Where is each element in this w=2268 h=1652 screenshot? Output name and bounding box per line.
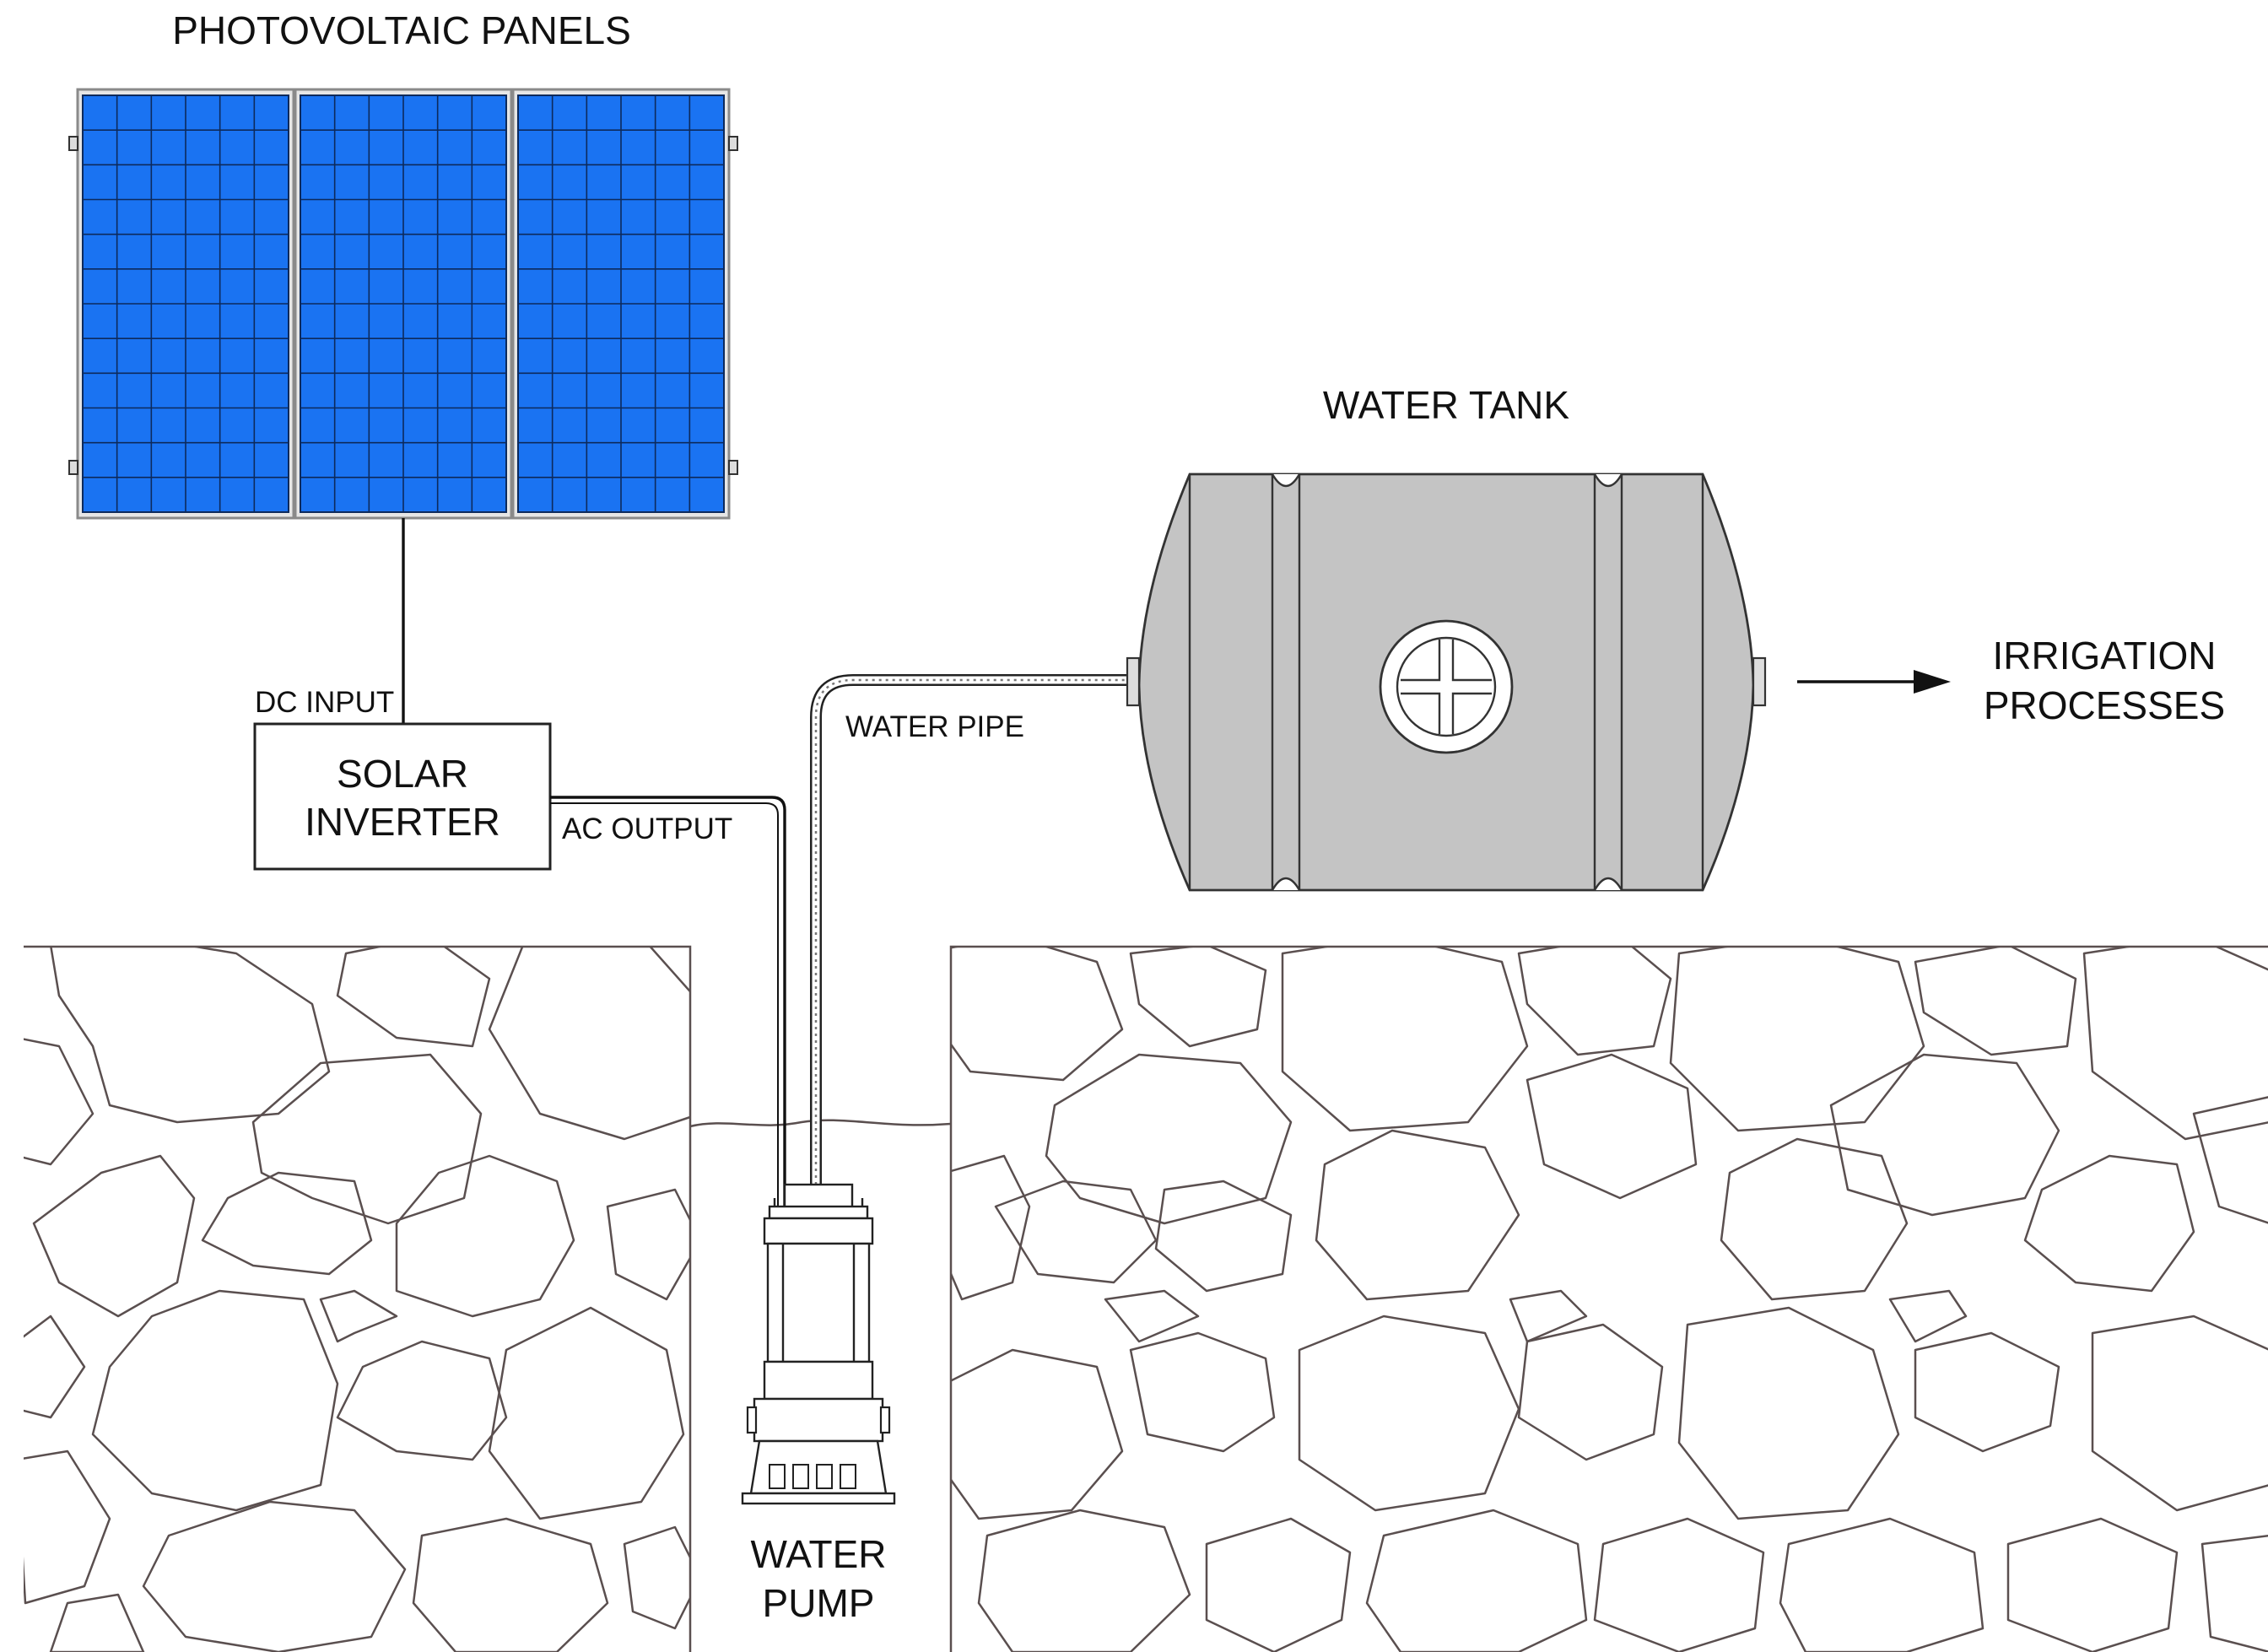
irrigation-label-line1: IRRIGATION: [1993, 634, 2217, 678]
dc-input-label: DC INPUT: [255, 686, 394, 719]
ground-right: [949, 945, 2268, 1652]
solar-inverter-label-line1: SOLAR: [337, 752, 468, 796]
water-tank-label: WATER TANK: [1323, 383, 1570, 427]
panel-clip: [68, 136, 78, 151]
water-pump-label-line1: WATER: [751, 1532, 887, 1576]
water-tank: [1126, 472, 1767, 892]
photovoltaic-panels: [68, 88, 738, 520]
ac-wire: [550, 796, 786, 1215]
panel-clip: [728, 460, 738, 475]
rocks-left: [24, 947, 690, 1652]
water-pump: [741, 1183, 896, 1505]
solar-inverter-box: [253, 722, 552, 871]
water-level-line: [689, 1119, 952, 1128]
panel-clip: [728, 136, 738, 151]
irrigation-label-line2: PROCESSES: [1984, 683, 2225, 727]
water-pipe: [810, 674, 1131, 1367]
water-pipe-label: WATER PIPE: [845, 710, 1024, 743]
irrigation-arrow: [1797, 670, 1951, 694]
ac-wire-inner: [550, 802, 779, 1215]
solar-inverter-label-line2: INVERTER: [305, 800, 500, 844]
rocks-right: [951, 947, 2268, 1652]
photovoltaic-panels-label: PHOTOVOLTAIC PANELS: [172, 8, 631, 52]
tank-inlet: [1126, 656, 1141, 707]
tank-outlet: [1752, 656, 1767, 707]
solar-inverter: SOLAR INVERTER: [253, 722, 552, 871]
ac-output-label: AC OUTPUT: [562, 813, 732, 845]
ground-left: [24, 945, 692, 1652]
water-pump-label-line2: PUMP: [763, 1581, 875, 1625]
panel-clip: [68, 460, 78, 475]
